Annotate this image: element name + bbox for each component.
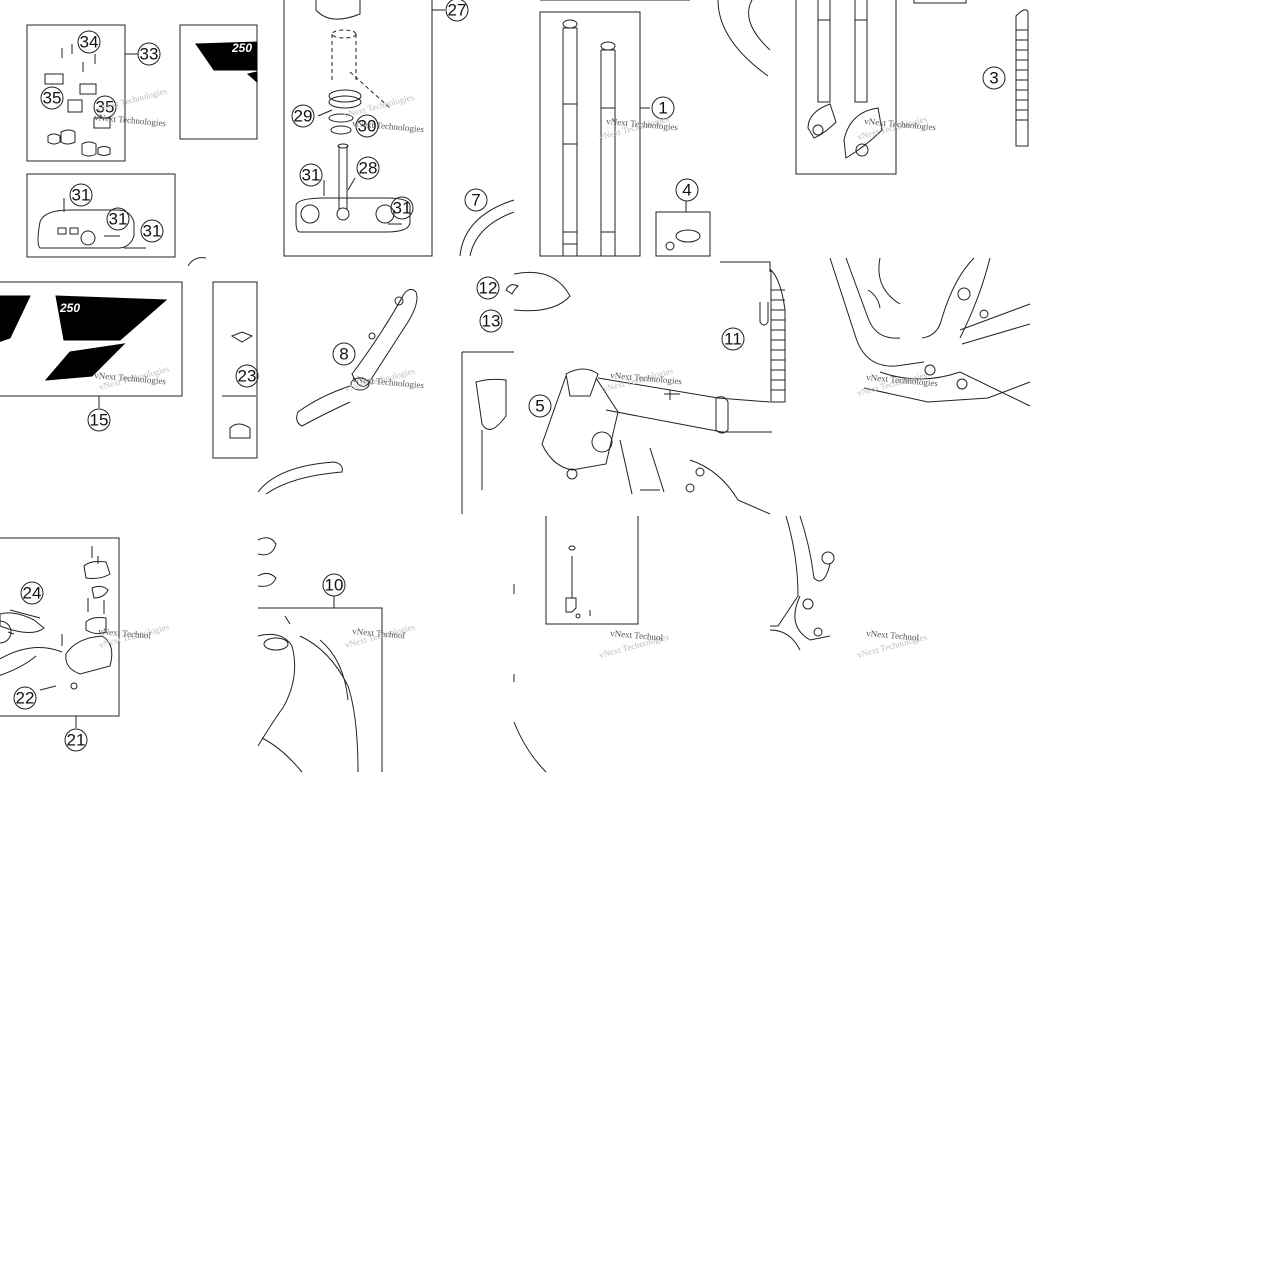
rear-shock-group <box>720 261 786 403</box>
watermark-10: vNext Technol <box>352 626 406 641</box>
master-cylinder <box>65 635 113 675</box>
callout-3: 3 <box>989 69 998 88</box>
rear-fender-fragment <box>717 0 769 77</box>
fuel-cap <box>257 537 277 556</box>
callout-23: 23 <box>238 367 257 386</box>
callout-34: 34 <box>80 33 99 52</box>
clamp-hardware-box <box>26 24 126 162</box>
callout-15: 15 <box>90 411 109 430</box>
callout-29: 29 <box>294 107 313 126</box>
fork-lower-group <box>795 0 897 175</box>
silencer-group <box>296 288 418 427</box>
callout-11: 11 <box>724 330 742 349</box>
steering-stem <box>338 146 348 210</box>
fork-tube-right <box>600 49 616 257</box>
airbox-group <box>461 351 514 514</box>
exhaust-pipe-fragment <box>257 461 343 495</box>
lever-blade <box>0 647 63 660</box>
callout-circles <box>0 0 1006 752</box>
rear-shock-top <box>1015 9 1029 147</box>
callout-31-c: 31 <box>143 222 162 241</box>
decal-text-side: 250 <box>59 301 80 315</box>
frame-top-tube <box>597 377 772 433</box>
brake-lever-group <box>0 537 120 728</box>
silencer-pipe <box>296 385 351 427</box>
callout-5: 5 <box>535 397 544 416</box>
callout-33: 33 <box>140 45 159 64</box>
callout-4: 4 <box>682 181 691 200</box>
callout-12: 12 <box>479 279 498 298</box>
rear-shock <box>770 268 786 403</box>
decal-text-top: 250 <box>231 41 252 55</box>
callout-35-left: 35 <box>43 89 62 108</box>
triple-clamp <box>37 209 135 249</box>
callout-8: 8 <box>339 345 348 364</box>
steering-stem-group <box>283 0 445 257</box>
brake-spring <box>0 612 45 633</box>
fork-clamp-group <box>655 201 711 257</box>
decal-top-group <box>179 24 258 140</box>
fuel-tank-group <box>257 537 383 773</box>
clamp-hardware-group <box>26 24 138 162</box>
silencer-body <box>351 288 418 387</box>
watermark-ghost-2: vNext Technologies <box>343 92 416 120</box>
watermark-9: vNext Technol <box>98 626 152 641</box>
frame-rear-group <box>829 257 1031 407</box>
callout-27: 27 <box>448 1 467 20</box>
fuel-tap <box>565 597 577 613</box>
callout-24: 24 <box>23 584 42 603</box>
decal-right <box>55 295 168 341</box>
decal-left <box>0 295 31 342</box>
callout-21: 21 <box>67 731 86 750</box>
upper-triple-clamp-group <box>26 173 176 258</box>
steering-head <box>565 368 599 397</box>
front-fender-fragment-inner <box>469 211 515 257</box>
callout-7: 7 <box>471 191 480 210</box>
callout-28: 28 <box>359 159 378 178</box>
top-clamp-fragment <box>315 0 361 20</box>
front-fender-fragment <box>459 199 515 257</box>
clutch-parts-group <box>212 281 258 459</box>
fork-legs-group <box>539 0 690 257</box>
watermark-11: vNext Technol <box>610 628 664 643</box>
frame-lower-group <box>769 515 835 651</box>
fork-lower-left <box>817 0 831 103</box>
callout-22: 22 <box>16 689 35 708</box>
side-decal-group <box>0 281 183 408</box>
fuel-tap-group <box>545 516 639 625</box>
callout-31-d: 31 <box>302 166 321 185</box>
fork-tube-left <box>562 27 578 257</box>
callout-31-a: 31 <box>72 186 91 205</box>
callout-13: 13 <box>482 312 501 331</box>
side-cover-fragment <box>513 271 571 312</box>
fuel-tank-body <box>257 633 296 747</box>
clamp-bolts <box>61 44 96 72</box>
clamp-blocks <box>44 73 111 129</box>
lower-triple-clamp <box>295 197 411 233</box>
watermark-12: vNext Technol <box>866 628 920 643</box>
callout-30: 30 <box>358 117 377 136</box>
callout-1: 1 <box>658 99 667 118</box>
watermark-1: vNext Technologies <box>94 112 167 128</box>
callout-10: 10 <box>325 576 344 595</box>
callout-35-right: 35 <box>96 98 115 117</box>
callout-31-b: 31 <box>109 210 128 229</box>
frame-group <box>541 368 772 515</box>
callout-31-e: 31 <box>393 199 412 218</box>
fork-lower-right <box>854 0 868 103</box>
